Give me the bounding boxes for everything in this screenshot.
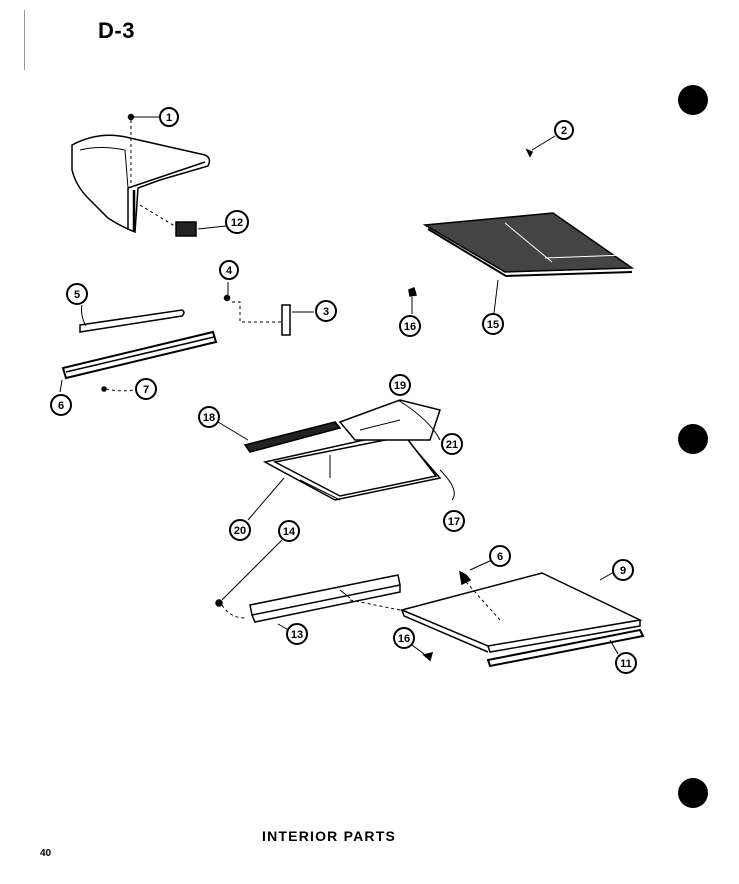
clip-part xyxy=(525,148,534,158)
page-number: 40 xyxy=(40,848,52,859)
svg-text:20: 20 xyxy=(234,525,246,537)
trim-strip-part xyxy=(486,628,645,668)
svg-text:18: 18 xyxy=(203,412,215,424)
callout-17: 17 xyxy=(443,510,465,532)
margin-line xyxy=(24,10,25,70)
svg-text:6: 6 xyxy=(58,400,64,412)
callout-12: 12 xyxy=(225,210,249,234)
svg-text:1: 1 xyxy=(166,112,172,124)
svg-text:15: 15 xyxy=(487,319,499,331)
svg-text:6: 6 xyxy=(497,551,503,563)
callout-7: 7 xyxy=(135,378,157,400)
binder-hole xyxy=(678,424,708,454)
callout-16: 16 xyxy=(399,315,421,337)
svg-text:3: 3 xyxy=(323,306,329,318)
callout-11: 11 xyxy=(615,652,637,674)
svg-text:19: 19 xyxy=(394,380,406,392)
crisper-frame-part xyxy=(249,574,401,623)
callout-18: 18 xyxy=(198,406,220,428)
callout-19: 19 xyxy=(389,374,411,396)
callout-2: 2 xyxy=(554,120,574,140)
svg-text:14: 14 xyxy=(283,526,296,538)
svg-text:13: 13 xyxy=(291,629,303,641)
wire-shelf-part xyxy=(422,212,635,278)
svg-text:7: 7 xyxy=(143,384,149,396)
callout-1: 1 xyxy=(159,107,179,127)
screw-part xyxy=(223,294,231,302)
page-id: D-3 xyxy=(98,18,135,43)
svg-text:11: 11 xyxy=(620,658,632,670)
callout-4: 4 xyxy=(219,260,239,280)
callout-9: 9 xyxy=(612,559,634,581)
callout-5: 5 xyxy=(66,283,88,305)
callout-13: 13 xyxy=(286,623,308,645)
callout-6: 6 xyxy=(50,394,72,416)
svg-text:9: 9 xyxy=(620,565,626,577)
bracket-part xyxy=(281,304,291,336)
binder-hole xyxy=(678,85,708,115)
callout-20: 20 xyxy=(229,519,251,541)
svg-text:21: 21 xyxy=(446,439,458,451)
callout-15: 15 xyxy=(482,313,504,335)
svg-text:4: 4 xyxy=(226,265,233,277)
callout-16: 16 xyxy=(393,627,415,649)
svg-text:16: 16 xyxy=(398,633,410,645)
callout-3: 3 xyxy=(315,300,337,322)
screw-part xyxy=(127,113,135,121)
callout-6: 6 xyxy=(489,545,511,567)
svg-text:16: 16 xyxy=(404,321,416,333)
vent-grille-part xyxy=(175,221,197,237)
svg-text:12: 12 xyxy=(231,217,243,229)
svg-text:17: 17 xyxy=(448,516,460,528)
callout-14: 14 xyxy=(278,520,300,542)
svg-text:5: 5 xyxy=(74,289,80,301)
freezer-corner-section xyxy=(71,120,211,234)
svg-text:2: 2 xyxy=(561,125,567,137)
clip-part xyxy=(422,651,434,662)
glass-shelf-part xyxy=(399,572,643,653)
binder-hole xyxy=(678,778,708,808)
clip-part xyxy=(408,286,417,297)
crisper-cover-part xyxy=(243,399,442,501)
trim-strip-part xyxy=(79,309,185,333)
page-caption: INTERIOR PARTS xyxy=(262,828,396,844)
callout-21: 21 xyxy=(441,433,463,455)
